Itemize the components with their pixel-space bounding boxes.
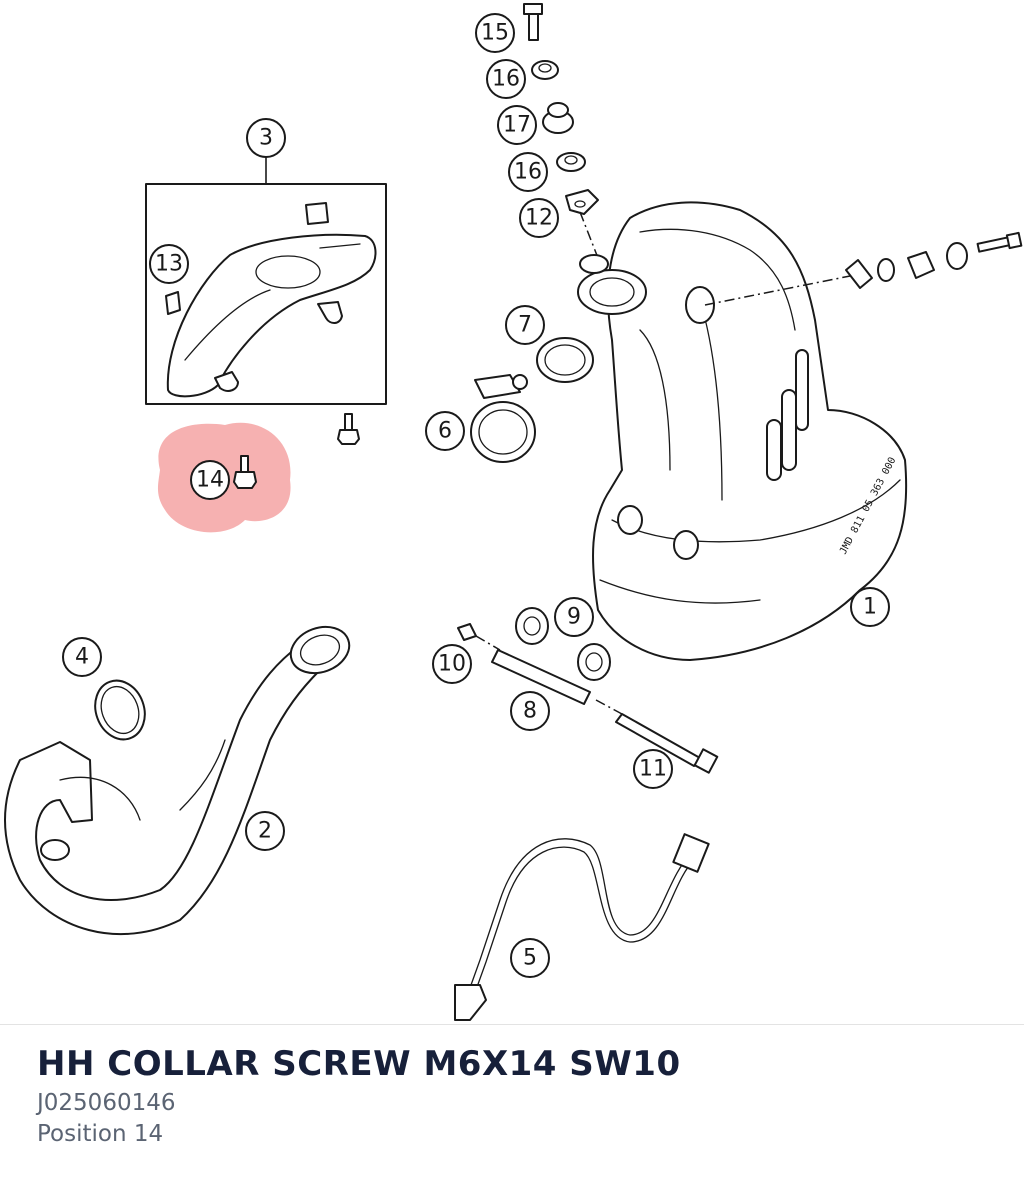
callout-16-lower[interactable]: 16: [508, 152, 548, 192]
svg-text:7: 7: [518, 313, 532, 338]
callout-3[interactable]: 3: [246, 118, 286, 158]
svg-text:12: 12: [525, 206, 553, 231]
part-info-panel: HH COLLAR SCREW M6X14 SW10 J025060146 Po…: [37, 1040, 681, 1150]
gasket-4: [94, 679, 146, 741]
svg-text:13: 13: [155, 252, 183, 277]
svg-text:11: 11: [639, 757, 667, 782]
exploded-parts-diagram: JMD 811 05 363 000: [4, 3, 1023, 1021]
callout-8[interactable]: 8: [510, 691, 550, 731]
collar-screw-14: [233, 455, 257, 489]
header-pipe-2: [4, 625, 351, 936]
callout-7[interactable]: 7: [505, 305, 545, 345]
divider: [0, 1024, 1024, 1025]
callout-6[interactable]: 6: [425, 411, 465, 451]
svg-text:10: 10: [438, 652, 466, 677]
svg-text:9: 9: [567, 605, 581, 630]
svg-text:16: 16: [514, 160, 542, 185]
svg-text:3: 3: [259, 126, 273, 151]
svg-text:5: 5: [523, 946, 537, 971]
callout-14[interactable]: 14: [190, 460, 230, 500]
callout-11[interactable]: 11: [633, 749, 673, 789]
svg-text:17: 17: [503, 113, 531, 138]
callout-15[interactable]: 15: [475, 13, 515, 53]
svg-text:6: 6: [438, 419, 452, 444]
rubber-bushings-and-bolt: [457, 607, 719, 774]
part-number: J025060146: [37, 1090, 176, 1116]
svg-text:4: 4: [75, 645, 89, 670]
heat-guard-group: [145, 155, 387, 405]
lambda-sensor-5: [454, 833, 710, 1021]
svg-text:15: 15: [481, 21, 509, 46]
sleeve-7: [536, 337, 594, 383]
part-position: Position 14: [37, 1121, 164, 1147]
silencer-1: JMD 811 05 363 000: [577, 201, 908, 661]
part-title: HH COLLAR SCREW M6X14 SW10: [37, 1044, 681, 1084]
loose-screw: [337, 413, 360, 445]
svg-text:8: 8: [523, 699, 537, 724]
callout-1[interactable]: 1: [850, 587, 890, 627]
callout-5[interactable]: 5: [510, 938, 550, 978]
svg-text:14: 14: [196, 468, 224, 493]
callout-13[interactable]: 13: [149, 244, 189, 284]
clamp-6: [470, 374, 536, 463]
svg-text:2: 2: [258, 819, 272, 844]
callout-9[interactable]: 9: [554, 597, 594, 637]
svg-text:1: 1: [863, 595, 877, 620]
callout-4[interactable]: 4: [62, 637, 102, 677]
callout-12[interactable]: 12: [519, 198, 559, 238]
mounting-hardware-stack: [523, 3, 599, 259]
callout-16-upper[interactable]: 16: [486, 59, 526, 99]
callout-2[interactable]: 2: [245, 811, 285, 851]
right-bolt-assembly: [704, 231, 1023, 306]
svg-text:16: 16: [492, 67, 520, 92]
callout-17[interactable]: 17: [497, 105, 537, 145]
callout-10[interactable]: 10: [432, 644, 472, 684]
